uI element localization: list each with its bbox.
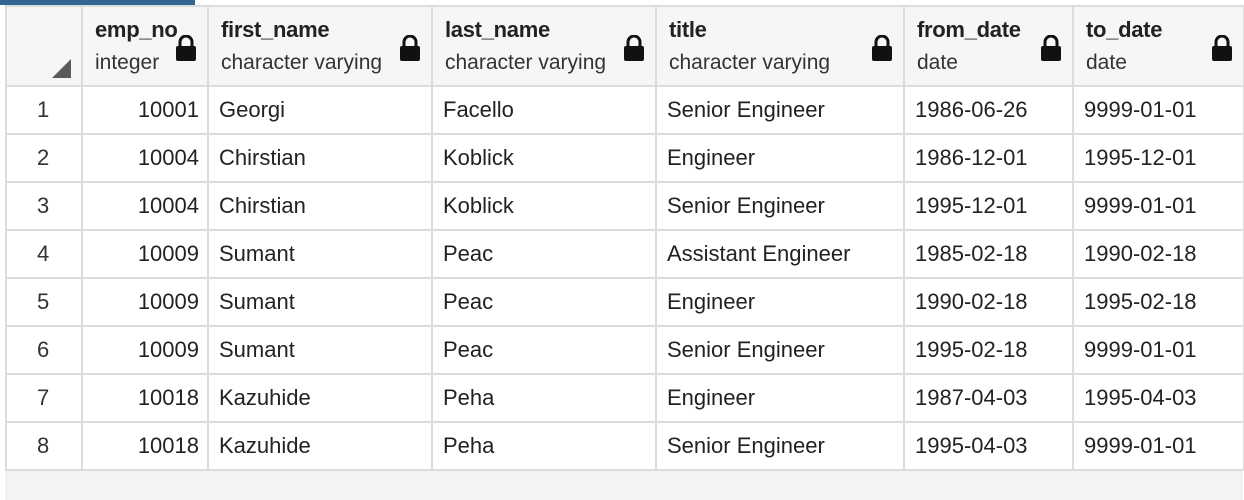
cell-title[interactable]: Senior Engineer xyxy=(655,421,905,471)
cell-emp-no[interactable]: 10009 xyxy=(81,277,209,327)
lock-icon xyxy=(176,35,196,61)
cell-title[interactable]: Senior Engineer xyxy=(655,325,905,375)
cell-to-date[interactable]: 1995-02-18 xyxy=(1072,277,1244,327)
column-header-to-date[interactable]: to_date date xyxy=(1072,5,1244,87)
column-header-first-name[interactable]: first_name character varying xyxy=(207,5,433,87)
cell-first-name[interactable]: Georgi xyxy=(207,85,433,135)
cell-last-name[interactable]: Peac xyxy=(431,277,657,327)
select-all-corner[interactable] xyxy=(5,5,83,87)
lock-icon xyxy=(624,35,644,61)
row-number[interactable]: 3 xyxy=(5,181,83,231)
cell-title[interactable]: Senior Engineer xyxy=(655,181,905,231)
cell-title[interactable]: Senior Engineer xyxy=(655,85,905,135)
cell-emp-no[interactable]: 10009 xyxy=(81,229,209,279)
table-row[interactable]: 1 10001 Georgi Facello Senior Engineer 1… xyxy=(5,85,1244,135)
cell-last-name[interactable]: Facello xyxy=(431,85,657,135)
cell-title[interactable]: Assistant Engineer xyxy=(655,229,905,279)
row-number[interactable]: 5 xyxy=(5,277,83,327)
lock-icon xyxy=(400,35,420,61)
cell-last-name[interactable]: Peac xyxy=(431,325,657,375)
select-all-icon xyxy=(52,59,71,78)
row-number[interactable]: 2 xyxy=(5,133,83,183)
cell-emp-no[interactable]: 10004 xyxy=(81,181,209,231)
header-row: emp_no integer first_name character vary… xyxy=(5,5,1244,87)
cell-emp-no[interactable]: 10018 xyxy=(81,421,209,471)
table-row[interactable]: 6 10009 Sumant Peac Senior Engineer 1995… xyxy=(5,325,1244,375)
cell-first-name[interactable]: Kazuhide xyxy=(207,373,433,423)
table-row[interactable]: 7 10018 Kazuhide Peha Engineer 1987-04-0… xyxy=(5,373,1244,423)
table-row[interactable]: 4 10009 Sumant Peac Assistant Engineer 1… xyxy=(5,229,1244,279)
column-header-from-date[interactable]: from_date date xyxy=(903,5,1074,87)
cell-from-date[interactable]: 1985-02-18 xyxy=(903,229,1074,279)
table-row[interactable]: 3 10004 Chirstian Koblick Senior Enginee… xyxy=(5,181,1244,231)
active-tab-indicator xyxy=(0,0,195,5)
table-row[interactable]: 8 10018 Kazuhide Peha Senior Engineer 19… xyxy=(5,421,1244,471)
cell-last-name[interactable]: Koblick xyxy=(431,181,657,231)
cell-first-name[interactable]: Sumant xyxy=(207,229,433,279)
cell-from-date[interactable]: 1986-12-01 xyxy=(903,133,1074,183)
cell-from-date[interactable]: 1995-04-03 xyxy=(903,421,1074,471)
row-number[interactable]: 1 xyxy=(5,85,83,135)
cell-to-date[interactable]: 1995-12-01 xyxy=(1072,133,1244,183)
row-number[interactable]: 8 xyxy=(5,421,83,471)
cell-from-date[interactable]: 1995-12-01 xyxy=(903,181,1074,231)
cell-to-date[interactable]: 9999-01-01 xyxy=(1072,325,1244,375)
table-row[interactable]: 2 10004 Chirstian Koblick Engineer 1986-… xyxy=(5,133,1244,183)
cell-to-date[interactable]: 9999-01-01 xyxy=(1072,181,1244,231)
cell-first-name[interactable]: Kazuhide xyxy=(207,421,433,471)
data-output-grid: emp_no integer first_name character vary… xyxy=(5,5,1244,500)
cell-emp-no[interactable]: 10018 xyxy=(81,373,209,423)
cell-emp-no[interactable]: 10009 xyxy=(81,325,209,375)
row-number[interactable]: 4 xyxy=(5,229,83,279)
cell-from-date[interactable]: 1986-06-26 xyxy=(903,85,1074,135)
cell-last-name[interactable]: Peac xyxy=(431,229,657,279)
column-header-last-name[interactable]: last_name character varying xyxy=(431,5,657,87)
cell-emp-no[interactable]: 10001 xyxy=(81,85,209,135)
cell-first-name[interactable]: Sumant xyxy=(207,325,433,375)
cell-first-name[interactable]: Chirstian xyxy=(207,133,433,183)
cell-to-date[interactable]: 9999-01-01 xyxy=(1072,421,1244,471)
column-name: emp_no xyxy=(95,17,178,42)
column-header-title[interactable]: title character varying xyxy=(655,5,905,87)
column-name: first_name xyxy=(221,17,330,42)
cell-title[interactable]: Engineer xyxy=(655,277,905,327)
cell-first-name[interactable]: Sumant xyxy=(207,277,433,327)
cell-from-date[interactable]: 1990-02-18 xyxy=(903,277,1074,327)
column-type: character varying xyxy=(221,51,383,74)
column-name: from_date xyxy=(917,17,1021,42)
column-type: character varying xyxy=(669,51,831,74)
column-type: date xyxy=(1086,51,1127,74)
cell-last-name[interactable]: Koblick xyxy=(431,133,657,183)
row-number[interactable]: 6 xyxy=(5,325,83,375)
cell-from-date[interactable]: 1987-04-03 xyxy=(903,373,1074,423)
column-name: to_date xyxy=(1086,17,1163,42)
cell-to-date[interactable]: 1995-04-03 xyxy=(1072,373,1244,423)
cell-first-name[interactable]: Chirstian xyxy=(207,181,433,231)
column-name: last_name xyxy=(445,17,550,42)
cell-title[interactable]: Engineer xyxy=(655,133,905,183)
cell-title[interactable]: Engineer xyxy=(655,373,905,423)
cell-last-name[interactable]: Peha xyxy=(431,421,657,471)
column-type: character varying xyxy=(445,51,607,74)
table-row[interactable]: 5 10009 Sumant Peac Engineer 1990-02-18 … xyxy=(5,277,1244,327)
cell-to-date[interactable]: 1990-02-18 xyxy=(1072,229,1244,279)
column-header-emp-no[interactable]: emp_no integer xyxy=(81,5,209,87)
lock-icon xyxy=(1041,35,1061,61)
cell-from-date[interactable]: 1995-02-18 xyxy=(903,325,1074,375)
lock-icon xyxy=(1212,35,1232,61)
results-table: emp_no integer first_name character vary… xyxy=(5,5,1244,471)
cell-to-date[interactable]: 9999-01-01 xyxy=(1072,85,1244,135)
cell-emp-no[interactable]: 10004 xyxy=(81,133,209,183)
column-type: date xyxy=(917,51,958,74)
row-number[interactable]: 7 xyxy=(5,373,83,423)
lock-icon xyxy=(872,35,892,61)
cell-last-name[interactable]: Peha xyxy=(431,373,657,423)
column-type: integer xyxy=(95,51,160,74)
column-name: title xyxy=(669,17,707,42)
